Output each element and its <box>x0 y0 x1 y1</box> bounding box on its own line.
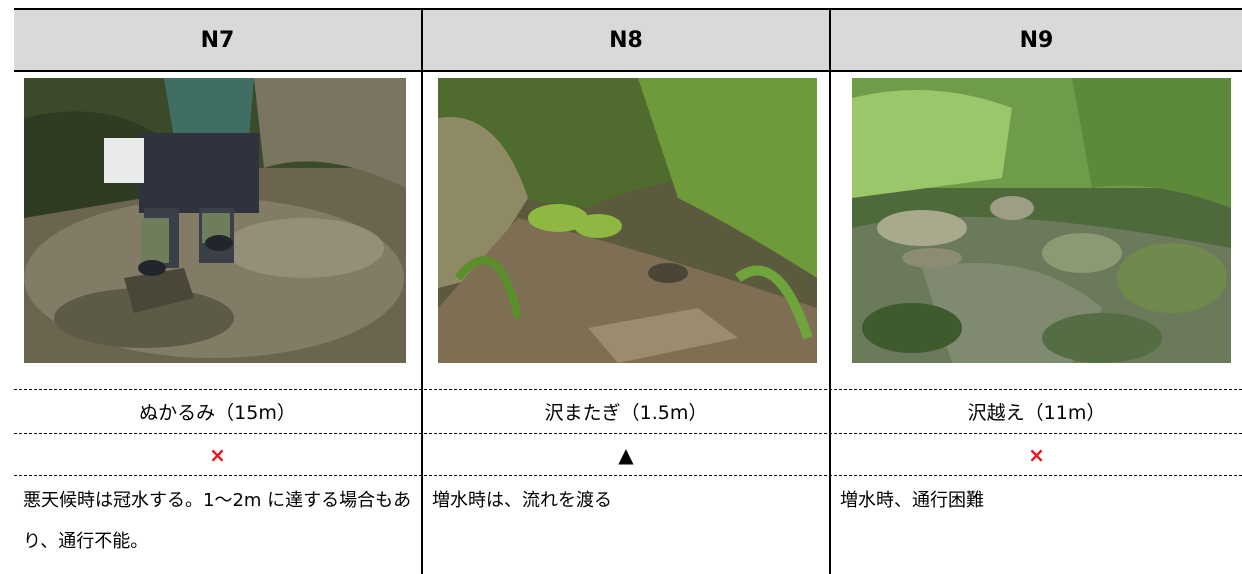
muddy-path-image <box>24 78 406 363</box>
route-condition-table: N7 ぬかるみ（15m） × <box>14 8 1242 574</box>
note-n8: 増水時は、流れを渡る <box>432 490 612 511</box>
row-divider-dashed <box>14 389 1242 390</box>
column-n8: N8 沢またぎ（1.5m） ▲ 増水時は、流れを渡る <box>423 8 829 574</box>
status-mark-n9: × <box>1028 443 1045 467</box>
stream-step-image <box>438 78 817 363</box>
column-header-n9: N9 <box>831 10 1242 72</box>
status-mark-n7: × <box>209 443 226 467</box>
table-top-border <box>14 8 1242 10</box>
column-header-n7: N7 <box>14 10 421 72</box>
column-divider <box>421 8 423 574</box>
stream-crossing-image <box>852 78 1231 363</box>
photo-n9-stream-crossing <box>852 78 1231 363</box>
column-n9: N9 沢越え（11m） × 増水時、通行困難 <box>831 8 1242 574</box>
status-mark-n8: ▲ <box>618 443 634 467</box>
photo-n7-muddy-path <box>24 78 406 363</box>
row-divider-dashed <box>14 433 1242 434</box>
caption-n8: 沢またぎ（1.5m） <box>544 401 708 424</box>
column-divider <box>829 8 831 574</box>
photo-n8-stream-step <box>438 78 817 363</box>
caption-n9: 沢越え（11m） <box>967 401 1106 424</box>
column-n7: N7 ぬかるみ（15m） × <box>14 8 421 574</box>
note-n9: 増水時、通行困難 <box>840 490 984 511</box>
note-n7: 悪天候時は冠水する。1～2m に達する場合もあり、通行不能。 <box>23 490 412 552</box>
column-header-n8: N8 <box>423 10 829 72</box>
caption-n7: ぬかるみ（15m） <box>139 401 296 424</box>
row-divider-dashed <box>14 475 1242 476</box>
